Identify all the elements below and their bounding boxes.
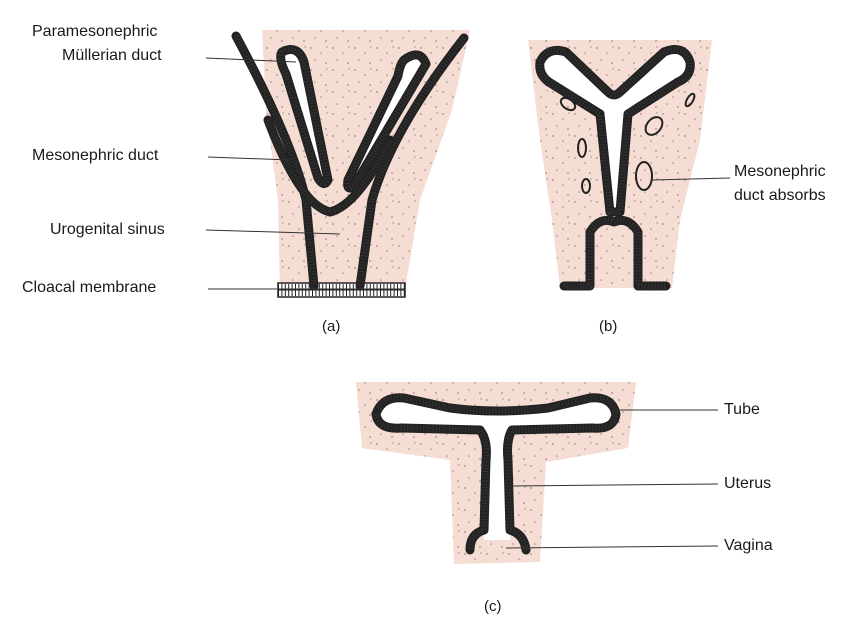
caption-c: (c) <box>484 598 502 615</box>
label-paramesonephric-1: Paramesonephric <box>32 23 157 40</box>
caption-a: (a) <box>322 318 340 335</box>
uterus-tube-structure <box>376 398 616 550</box>
caption-b: (b) <box>599 318 617 335</box>
label-cloacal-membrane: Cloacal membrane <box>22 279 156 296</box>
cloacal-membrane-band <box>278 283 405 297</box>
label-paramesonephric-2: Müllerian duct <box>62 47 162 64</box>
label-mesonephric-duct: Mesonephric duct <box>32 147 159 164</box>
panel-a: Paramesonephric Müllerian duct Mesonephr… <box>22 23 470 335</box>
panel-b: Mesonephric duct absorbs (b) <box>528 40 826 335</box>
label-mesonephric-absorbs-2: duct absorbs <box>734 187 826 204</box>
label-vagina: Vagina <box>724 537 773 554</box>
label-tube: Tube <box>724 401 760 418</box>
panel-c: Tube Uterus Vagina (c) <box>356 382 773 615</box>
label-mesonephric-absorbs-1: Mesonephric <box>734 163 826 180</box>
label-urogenital-sinus: Urogenital sinus <box>50 221 165 238</box>
label-uterus: Uterus <box>724 475 771 492</box>
